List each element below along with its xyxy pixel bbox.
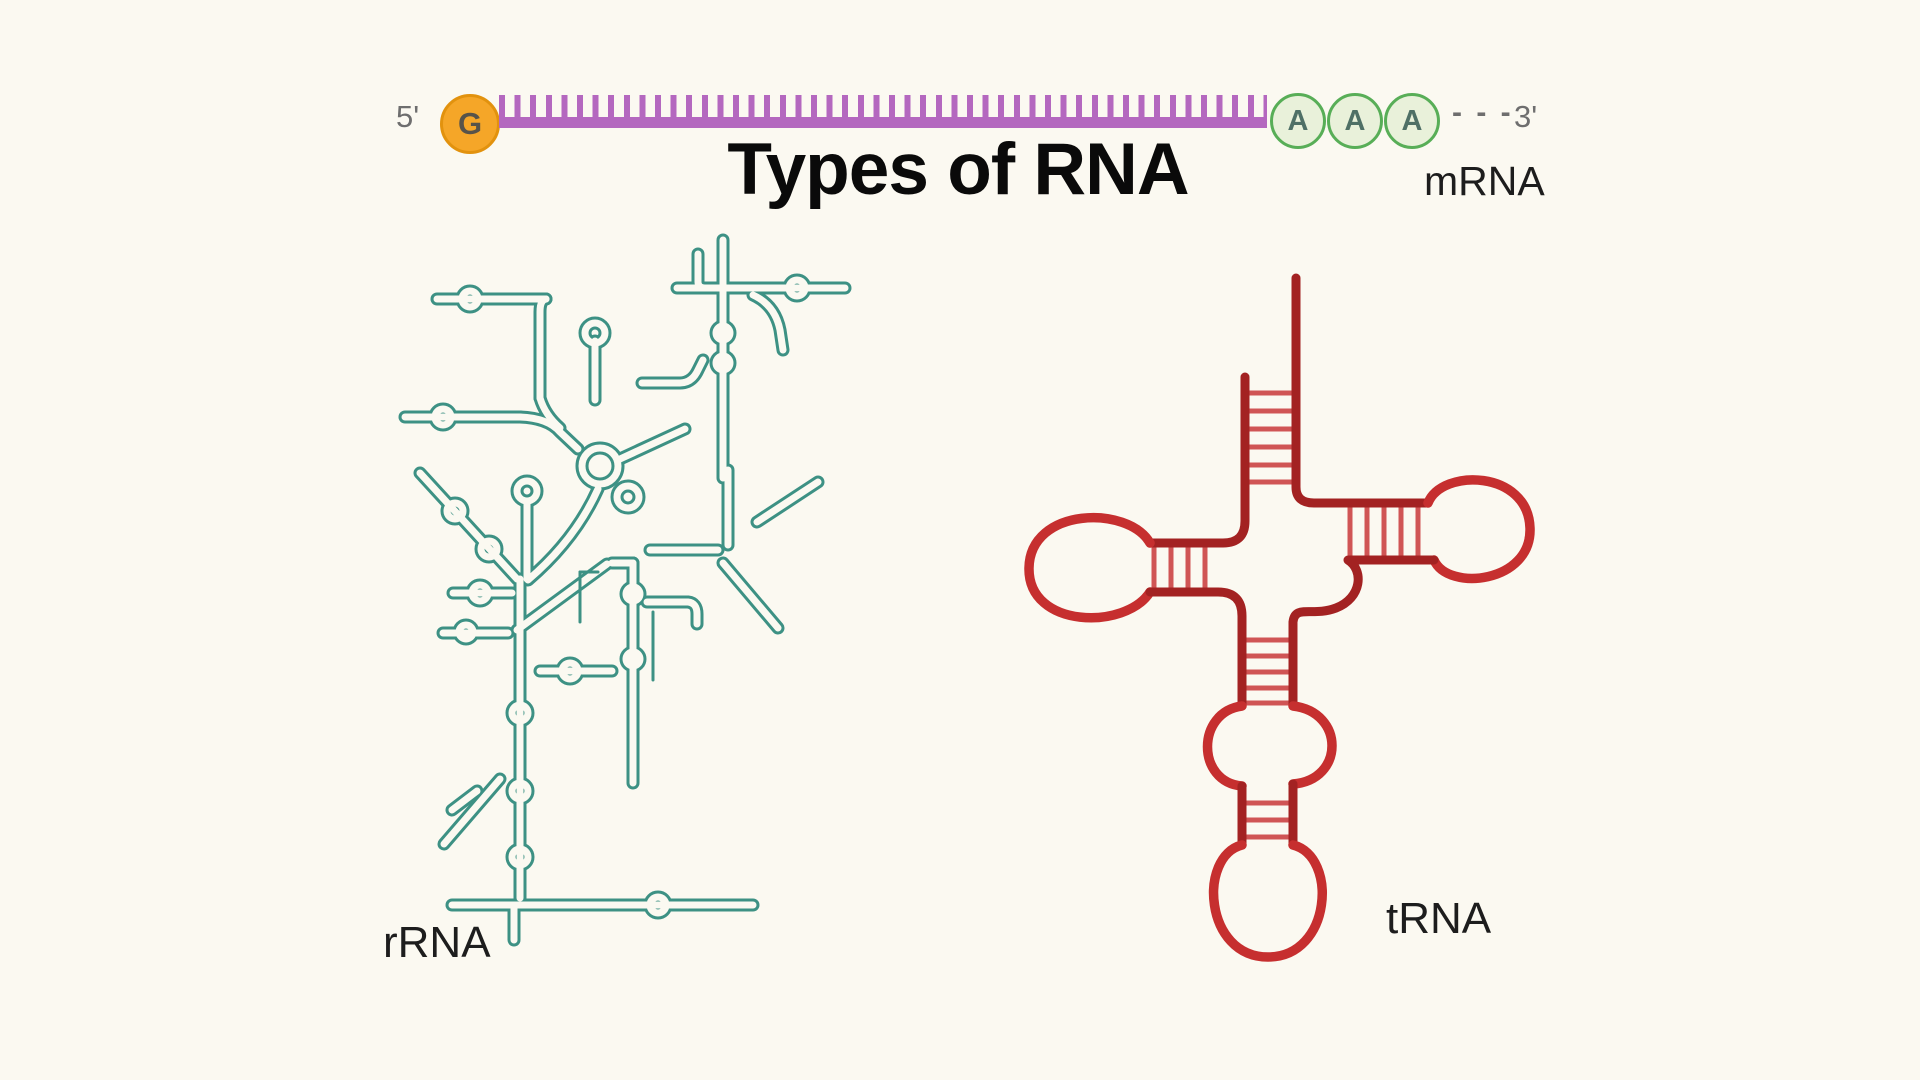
trna-rungs [1151,390,1421,840]
rrna-label: rRNA [383,918,491,967]
rrna-structure [405,240,845,940]
three-prime-label: 3' [1514,99,1538,134]
poly-a-letter: A [1287,104,1309,137]
poly-a-letter: A [1344,104,1366,137]
rrna-hairlines [578,570,655,682]
trna-structure [1024,273,1535,962]
g-cap: G [440,94,500,154]
mrna-strand [499,95,1267,128]
five-prime-label: 5' [396,99,420,134]
g-cap-letter: G [457,106,483,141]
trna-backbone [1024,273,1535,962]
poly-a-circle: A [1327,93,1383,149]
page-title: Types of RNA [727,129,1189,210]
dash-separator: - - - [1452,96,1514,129]
poly-a-letter: A [1401,104,1423,137]
poly-a-circle: A [1384,93,1440,149]
trna-label: tRNA [1386,894,1492,943]
mrna-label: mRNA [1424,158,1545,204]
poly-a-circle: A [1270,93,1326,149]
